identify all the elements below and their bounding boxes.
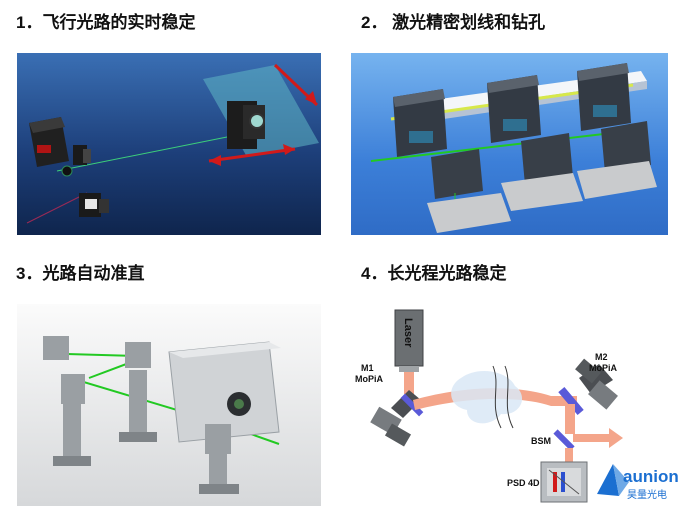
- m2-sublabel: MoPiA: [589, 363, 617, 373]
- green-beam: [370, 128, 648, 162]
- mount-1: [43, 336, 91, 466]
- panel-2-image: [351, 53, 668, 235]
- beam-segment: [404, 372, 414, 394]
- heading-3: 3．光路自动准直: [16, 264, 145, 283]
- m1-sublabel: MoPiA: [355, 374, 383, 384]
- aunion-logo: aunion 昊量光电: [597, 464, 678, 501]
- mount-3: [199, 424, 239, 494]
- logo-name: aunion: [623, 467, 678, 486]
- m2-mirror: [558, 358, 618, 416]
- bsm-label: BSM: [531, 436, 551, 446]
- psd-label: PSD 4D: [507, 478, 540, 488]
- detector-box: [168, 341, 281, 443]
- panel-3-image: [17, 304, 321, 506]
- work-plate: [427, 193, 511, 233]
- laser-label: Laser: [402, 318, 414, 348]
- m1-label: M1: [361, 363, 374, 373]
- output-beam: [573, 434, 609, 442]
- laser-source: Laser: [394, 309, 424, 372]
- drill-head-1: [393, 89, 447, 157]
- green-beam: [66, 353, 136, 357]
- heading-1: 1．飞行光路的实时稳定: [16, 13, 196, 32]
- bsm-mirror: [553, 429, 575, 451]
- drill-head-2: [487, 75, 541, 143]
- panel-4-diagram: Laser M1 MoPiA M2 MoPiA BSM: [351, 300, 678, 511]
- logo-cn: 昊量光电: [627, 488, 667, 501]
- heading-2: 2． 激光精密划线和钻孔: [361, 13, 546, 32]
- drill-head-3: [577, 63, 631, 131]
- panel-1-image: [17, 53, 321, 235]
- drill-head-4: [431, 121, 651, 199]
- m2-label: M2: [595, 352, 608, 362]
- beam-line: [56, 132, 248, 172]
- mount-2: [119, 342, 157, 442]
- m1-mirror: [370, 390, 424, 447]
- heading-4: 4．长光程光路稳定: [361, 264, 507, 283]
- air-turbulence: [451, 371, 523, 424]
- psd-detector: [540, 461, 588, 503]
